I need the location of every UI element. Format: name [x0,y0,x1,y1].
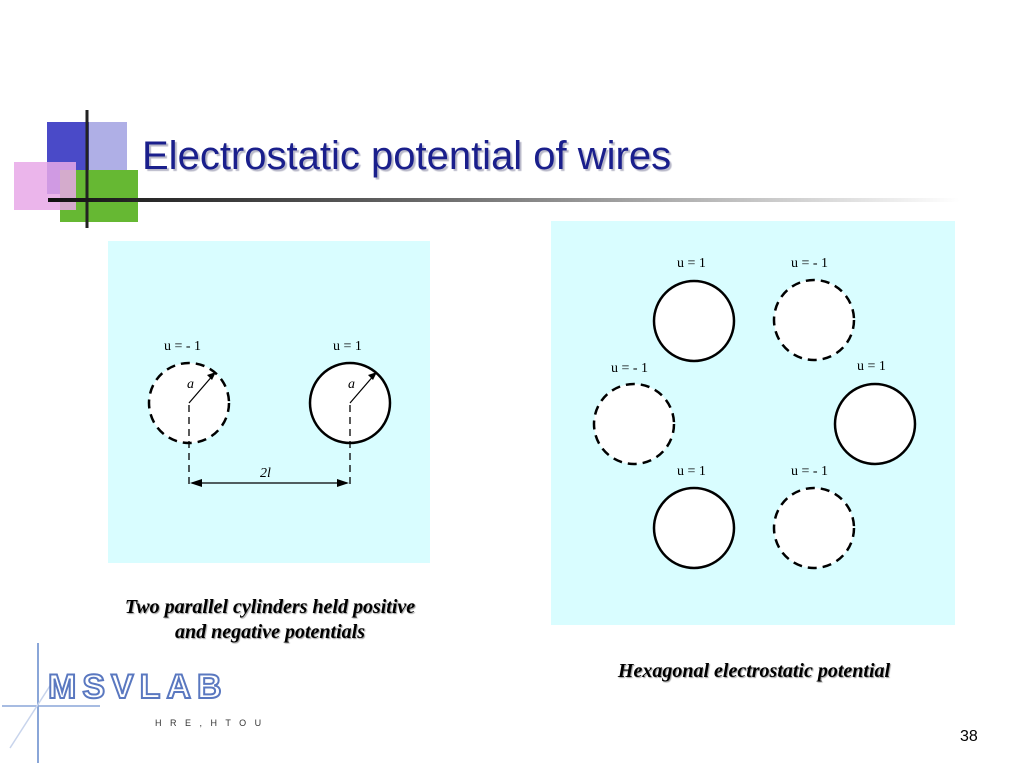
hexagonal-diagram: u = 1 u = - 1 u = - 1 u = 1 u = 1 u = - … [551,221,955,625]
decoration-squares [14,110,150,228]
title-decoration [0,100,150,230]
right-radius-label: a [348,377,355,392]
right-radius-arrowhead [368,372,377,380]
slide-title: Electrostatic potential of wires [142,134,672,178]
cylinder-top-right [772,278,856,362]
page-number: 38 [960,728,978,745]
right-caption: Hexagonal electrostatic potential [617,660,891,682]
cylinder-middle-left-label: u = - 1 [611,361,648,376]
left-caption-line2: and negative potentials [175,621,365,643]
title-underline [48,198,960,202]
msvlab-logo: MSVLAB H R E , H T O U [0,638,261,768]
separation-arrowhead-left [190,479,202,487]
separation-arrowhead-right [337,479,349,487]
cylinder-bottom-left-label: u = 1 [677,464,706,479]
left-caption: Two parallel cylinders held positive and… [70,596,470,644]
cylinder-bottom-right-label: u = - 1 [791,464,828,479]
logo-diagonal-line [9,677,56,749]
cylinder-middle-left [592,382,676,466]
cylinder-top-left-label: u = 1 [677,256,706,271]
cylinder-bottom-right [772,486,856,570]
left-potential-label: u = - 1 [164,339,201,354]
left-radius-arrowhead [207,372,216,380]
cylinder-middle-right-label: u = 1 [857,359,886,374]
right-potential-label: u = 1 [333,339,362,354]
parallel-cylinders-diagram: a u = - 1 a u = 1 2l [108,241,430,563]
logo-wordmark: MSVLAB [47,667,228,707]
left-radius-label: a [187,377,194,392]
cylinder-top-right-label: u = - 1 [791,256,828,271]
separation-label: 2l [260,466,271,481]
cylinder-top-left [652,279,736,363]
left-radius-arrow [188,373,215,404]
logo-graphic [2,643,100,763]
deco-pink-square [14,162,76,210]
left-caption-line1: Two parallel cylinders held positive [124,596,416,618]
deco-blue-square-light [89,122,127,172]
logo-subtitle: H R E , H T O U [155,718,265,728]
cylinder-bottom-left [652,486,736,570]
cylinder-middle-right [833,382,917,466]
right-radius-arrow [349,373,376,404]
